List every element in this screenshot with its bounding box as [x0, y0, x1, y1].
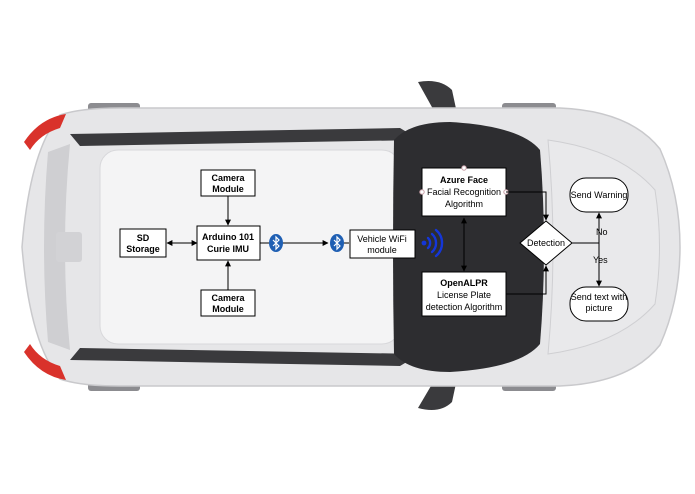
wifi-signal-icon — [421, 228, 444, 258]
openalpr-line1: OpenALPR — [440, 278, 488, 288]
tail-light-top — [24, 114, 66, 150]
side-window-top — [70, 128, 420, 146]
wifi-module-line1: Vehicle WiFi — [357, 234, 407, 244]
arduino-line1: Arduino 101 — [202, 232, 254, 242]
openalpr-line2: License Plate — [437, 290, 491, 300]
azure-line1: Azure Face — [440, 175, 488, 185]
camera-bottom-line2: Module — [212, 304, 244, 314]
sd-storage-line2: Storage — [126, 244, 160, 254]
edge-openalpr-to-detection — [506, 265, 549, 295]
sd-storage-line1: SD — [137, 233, 150, 243]
node-arduino: Arduino 101 Curie IMU — [196, 225, 261, 261]
tail-light-bottom — [24, 344, 66, 380]
camera-top-line1: Camera — [211, 173, 245, 183]
bluetooth-icon — [269, 234, 283, 252]
windshield — [393, 122, 544, 372]
send-warning-label: Send Warning — [571, 190, 628, 200]
detection-label: Detection — [527, 238, 565, 248]
node-azure-face: Azure Face Facial Recognition Algorithm — [419, 165, 509, 217]
node-camera-bottom: Camera Module — [200, 289, 256, 317]
node-send-warning: Send Warning — [569, 177, 629, 213]
node-camera-top: Camera Module — [200, 169, 256, 197]
node-send-text: Send text with picture — [569, 286, 629, 322]
send-text-line2: picture — [585, 303, 612, 313]
edge-azure-to-detection — [506, 191, 549, 221]
bluetooth-icon — [330, 234, 344, 252]
side-window-bottom — [70, 348, 420, 366]
edge-label-no: No — [596, 227, 608, 237]
edge-label-yes: Yes — [593, 255, 608, 265]
send-text-line1: Send text with — [571, 292, 628, 302]
node-openalpr: OpenALPR License Plate detection Algorit… — [421, 271, 507, 317]
node-wifi-module: Vehicle WiFi module — [349, 229, 416, 259]
node-sd-storage: SD Storage — [119, 228, 167, 258]
openalpr-line3: detection Algorithm — [426, 302, 503, 312]
camera-bottom-line1: Camera — [211, 293, 245, 303]
roof-handle — [56, 232, 82, 262]
wifi-module-line2: module — [367, 245, 397, 255]
node-detection: Detection — [519, 220, 573, 266]
arduino-line2: Curie IMU — [207, 244, 249, 254]
edges — [166, 191, 602, 295]
azure-line3: Algorithm — [445, 199, 483, 209]
camera-top-line2: Module — [212, 184, 244, 194]
azure-line2: Facial Recognition — [427, 187, 501, 197]
